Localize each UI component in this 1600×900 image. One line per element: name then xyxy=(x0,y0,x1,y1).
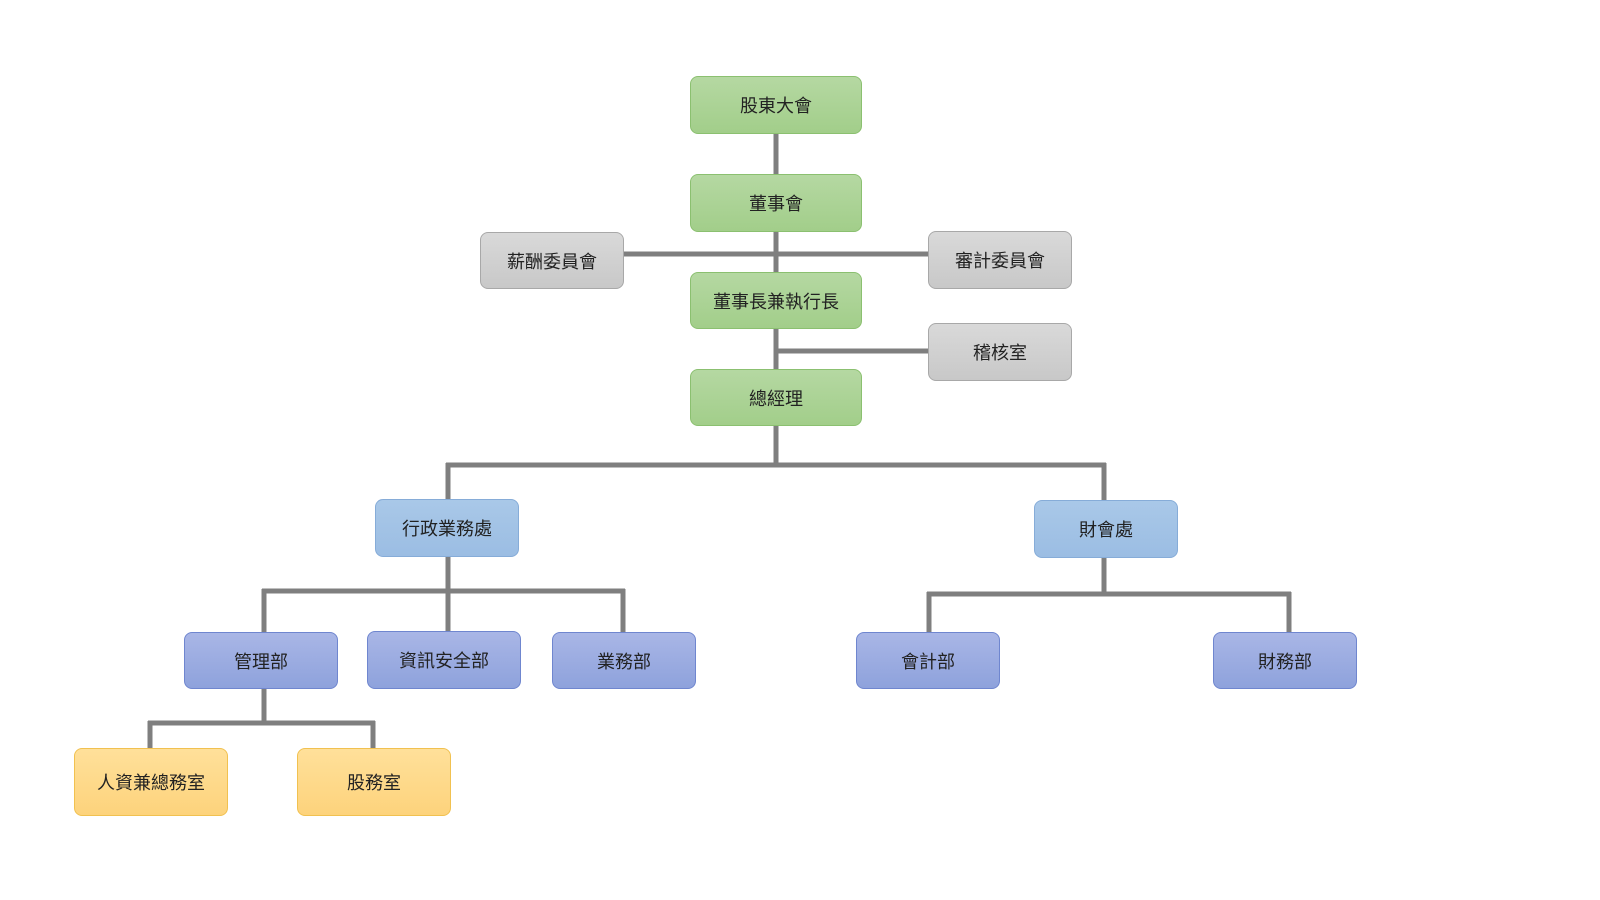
node-audit-committee[interactable]: 審計委員會 xyxy=(928,231,1072,289)
node-internal-audit-office[interactable]: 稽核室 xyxy=(928,323,1072,381)
node-finance-accounting-division[interactable]: 財會處 xyxy=(1034,500,1178,558)
node-chairman-ceo[interactable]: 董事長兼執行長 xyxy=(690,272,862,329)
node-admin-business-division[interactable]: 行政業務處 xyxy=(375,499,519,557)
node-business-dept[interactable]: 業務部 xyxy=(552,632,696,689)
node-board-of-directors[interactable]: 董事會 xyxy=(690,174,862,232)
node-shareholder-affairs-office[interactable]: 股務室 xyxy=(297,748,451,816)
node-accounting-dept[interactable]: 會計部 xyxy=(856,632,1000,689)
node-management-dept[interactable]: 管理部 xyxy=(184,632,338,689)
node-remuneration-committee[interactable]: 薪酬委員會 xyxy=(480,232,624,289)
node-hr-general-affairs-office[interactable]: 人資兼總務室 xyxy=(74,748,228,816)
node-infosec-dept[interactable]: 資訊安全部 xyxy=(367,631,521,689)
node-shareholders-meeting[interactable]: 股東大會 xyxy=(690,76,862,134)
node-general-manager[interactable]: 總經理 xyxy=(690,369,862,426)
node-treasury-dept[interactable]: 財務部 xyxy=(1213,632,1357,689)
